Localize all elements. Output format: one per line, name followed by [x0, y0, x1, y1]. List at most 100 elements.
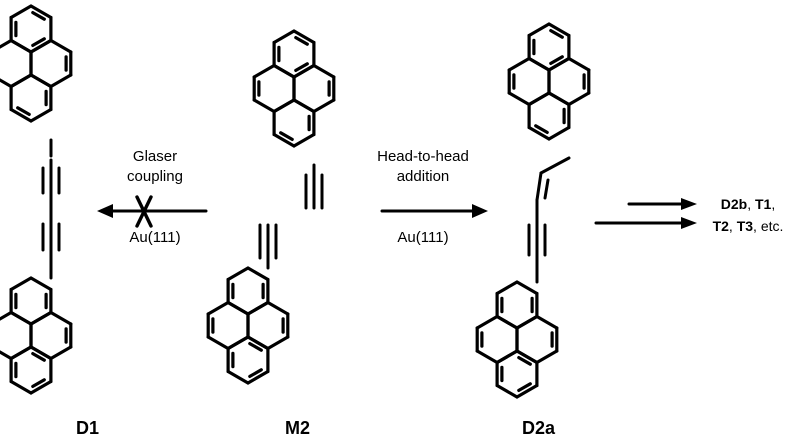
m2-top-pyrene-icon-ring-a-double-bond: [294, 35, 309, 46]
d2a-top-pyrene-icon-ring-c-bond: [567, 91, 591, 107]
product-t1: T1: [755, 196, 772, 212]
m2-bottom-pyrene-icon-ring-d-double-bond: [248, 342, 263, 352]
d1-bottom-pyrene-icon-ring-d-bond: [29, 379, 53, 395]
m2-bottom-pyrene-icon-ring-d-double-bond: [248, 368, 263, 378]
d2a-bottom-pyrene-icon-ring-d-bond: [495, 349, 519, 365]
compound-label-m2: M2: [285, 418, 311, 438]
d1-bottom-pyrene-icon-ring-d-bond: [9, 379, 33, 395]
d2a-top-pyrene-icon-ring-c-bond: [547, 56, 571, 72]
d1-top-pyrene-icon-ring-d-bond: [29, 107, 53, 123]
m2-bottom-pyrene-icon-ring-c-bond: [246, 300, 270, 316]
blocked-x-cross-icon-stroke: [135, 195, 153, 228]
glaser-substrate: Au(111): [129, 229, 181, 246]
d1-top-pyrene-icon-ring-d-double-bond: [16, 106, 31, 117]
glaser-label: Glaser coupling: [105, 147, 205, 187]
m2-top-pyrene-icon-ring-a-double-bond: [294, 62, 309, 73]
d1-top-pyrene-icon-ring-a-double-bond: [31, 11, 46, 21]
d2a-bottom-pyrene-icon-ring-c-bond: [535, 314, 559, 330]
d2a-top-pyrene-icon-ring-d-bond: [527, 91, 551, 107]
d1-top-pyrene-icon-ring-c-bond: [49, 38, 73, 54]
m2-top-pyrene-icon-ring-b-bond: [252, 63, 276, 79]
m2-bottom-pyrene-icon-ring-c-bond: [266, 335, 290, 351]
d1-bottom-pyrene-icon-ring-a-bond: [9, 276, 33, 292]
m2-top-pyrene-icon-ring-c-bond: [312, 63, 336, 79]
d2a-bottom-pyrene-icon-ring-d-bond: [495, 383, 519, 399]
m2-bottom-pyrene-icon-ring-b-bond: [206, 300, 230, 316]
d2a-bottom-pyrene-icon-ring-d-bond: [515, 383, 539, 399]
d1-bottom-pyrene-icon-ring-b-bond: [9, 310, 33, 326]
d2a-bottom-pyrene-icon-ring-b-bond: [475, 349, 499, 365]
m2-bottom-pyrene-icon-ring-d-bond: [246, 369, 270, 385]
m2-top-pyrene-icon-ring-a-bond: [272, 29, 296, 45]
d1-top-pyrene-icon-ring-b-bond: [0, 78, 13, 89]
d1-top-pyrene-icon-ring-a-bond: [29, 4, 53, 20]
product-d2b: D2b: [720, 196, 748, 212]
d2a-top-pyrene-icon-ring-d-double-bond: [534, 124, 549, 134]
further-products: D2b, T1, T2, T3, etc.: [700, 193, 796, 237]
d2a-bottom-pyrene-icon-ring-c-bond: [535, 349, 559, 365]
d1-bottom-pyrene-icon-ring-c-bond: [49, 310, 73, 326]
bonds-and-arrows: [41, 138, 697, 284]
d2a-bottom-pyrene-icon-ring-b-bond: [475, 314, 499, 330]
m2-top-pyrene-icon-ring-b-bond: [272, 63, 296, 79]
d2a-top-pyrene-icon-ring-b-bond: [507, 91, 531, 107]
compound-label-d2a: D2a: [522, 418, 556, 438]
m2-bottom-pyrene-icon-ring-a-bond: [246, 266, 270, 282]
d2a-top-pyrene-icon-ring-a-double-bond: [549, 55, 564, 66]
d1-top-pyrene-icon-ring-d-bond: [9, 107, 33, 123]
head-to-head-substrate: Au(111): [397, 229, 449, 246]
d1-top-pyrene-icon-ring-b-bond: [0, 38, 13, 49]
d2a-top-pyrene-icon-ring-a-double-bond: [549, 29, 564, 39]
d2a-bottom-pyrene-icon-ring-d-bond: [515, 349, 539, 365]
d1-bottom-pyrene-icon-ring-d-double-bond: [31, 352, 46, 362]
d2a-bottom-pyrene-icon-ring-b-bond: [495, 314, 519, 330]
forward-arrow-1-head: [681, 198, 697, 210]
d2a-top-pyrene-icon-ring-b-bond: [507, 56, 531, 72]
m2-bottom-pyrene-icon-ring-c-bond: [266, 300, 290, 316]
m2-top-pyrene-icon-ring-d-bond: [272, 132, 296, 148]
d2a-double-bond: [535, 171, 543, 202]
d2a-top-pyrene-icon-ring-d-bond: [527, 125, 551, 141]
m2-top-pyrene-icon-ring-d-bond: [292, 98, 316, 114]
d1-bottom-pyrene-icon-ring-c-bond: [29, 310, 53, 326]
d1-top-pyrene-icon-ring-b-bond: [9, 38, 33, 54]
glaser-arrow-head: [97, 204, 113, 218]
d1-bottom-pyrene-icon-ring-c-bond: [49, 345, 73, 361]
d2a-top-pyrene-icon-ring-b-bond: [527, 56, 551, 72]
m2-top-pyrene-icon-ring-c-bond: [292, 63, 316, 79]
forward-arrow-2-head: [681, 217, 697, 229]
head-to-head-label-line1: Head-to-head: [377, 148, 469, 165]
d1-top-pyrene-icon-ring-c-bond: [29, 38, 53, 54]
compound-label-d1: D1: [76, 418, 100, 438]
d2a-top-pyrene-icon-ring-a-bond: [527, 22, 551, 38]
head-to-head-label: Head-to-head addition: [368, 147, 478, 187]
m2-bottom-pyrene-icon-ring-b-bond: [206, 335, 230, 351]
d1-top-pyrene-icon-ring-a-double-bond: [31, 37, 46, 48]
d2a-bottom-pyrene-icon-ring-a-bond: [515, 280, 539, 296]
further-products-line2: T2, T3, etc.: [712, 218, 784, 234]
product-t3: T3: [736, 218, 754, 234]
h2h-arrow-head: [472, 204, 488, 218]
d1-top-pyrene-icon-ring-a-bond: [9, 4, 33, 20]
glaser-label-line2: coupling: [127, 168, 183, 185]
glaser-label-line1: Glaser: [132, 148, 178, 165]
m2-bottom-pyrene-icon-ring-b-bond: [226, 300, 250, 316]
head-to-head-label-line2: addition: [396, 168, 450, 185]
d1-bottom-pyrene-icon-ring-b-bond: [0, 310, 13, 321]
d1-bottom-pyrene-icon-ring-d-double-bond: [31, 378, 46, 388]
d2a-double-bond-inner: [543, 178, 550, 200]
further-products-line1: D2b, T1,: [720, 196, 776, 212]
d2a-top-pyrene-icon-ring-d-bond: [547, 91, 571, 107]
d2a-top-pyrene-icon-ring-a-bond: [547, 22, 571, 38]
m2-top-pyrene-icon-ring-d-bond: [292, 132, 316, 148]
m2-top-pyrene-icon-ring-c-bond: [312, 98, 336, 114]
m2-bottom-pyrene-icon-ring-d-bond: [246, 335, 270, 351]
d2a-bottom-pyrene-icon-ring-d-double-bond: [517, 356, 532, 366]
d1-top-pyrene-icon-ring-d-bond: [9, 73, 33, 89]
molecule-structures: [0, 4, 591, 399]
m2-top-pyrene-icon-ring-d-double-bond: [279, 131, 294, 141]
d1-bottom-pyrene-icon-ring-d-bond: [9, 345, 33, 361]
m2-bottom-pyrene-icon-ring-d-bond: [226, 335, 250, 351]
d1-bottom-pyrene-icon-ring-a-bond: [29, 276, 53, 292]
